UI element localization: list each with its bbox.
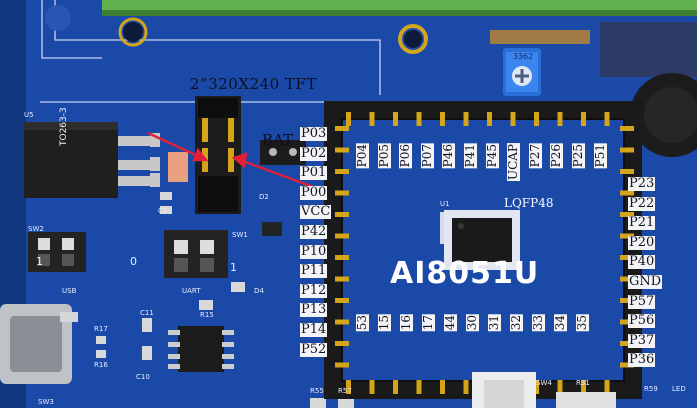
silk-d4: D4	[254, 287, 264, 295]
voltage-regulator	[24, 122, 160, 198]
pin-label-p57: P57	[628, 293, 656, 309]
ic-8pin	[168, 326, 234, 372]
bottom-connector	[472, 372, 616, 408]
pin-label-p25: P25	[571, 143, 585, 169]
silk-d2: D2	[259, 193, 269, 201]
pin-label-33: 33	[531, 314, 545, 332]
pin-label-p05: P05	[376, 143, 391, 169]
pin-label-p13: P13	[300, 302, 328, 318]
silk-r16: R16	[94, 361, 108, 369]
silk-r55: R55	[310, 387, 324, 395]
switch-sw1	[164, 230, 228, 278]
pin-label-17: 17	[421, 314, 435, 332]
pin-label-p42: P42	[300, 224, 328, 239]
pin-label-p01: P01	[300, 165, 328, 181]
pin-label-vcc: VCC	[300, 204, 332, 220]
pin-label-30: 30	[465, 314, 479, 332]
pin-label-p10: P10	[300, 243, 328, 259]
pin-label-p03: P03	[300, 126, 328, 141]
display-title-label: 2”320X240 TFT	[190, 75, 317, 93]
silk-r15: R15	[200, 311, 214, 319]
silk-u1: U1	[440, 200, 450, 208]
annotation-arrows	[147, 131, 317, 190]
pin-label-p52: P52	[300, 341, 328, 357]
pin-label-31: 31	[487, 314, 501, 332]
power-jumper-header	[195, 96, 241, 214]
pin-label-p12: P12	[300, 282, 328, 298]
pin-label-p27: P27	[527, 143, 542, 169]
pot-label: 3362	[512, 52, 534, 61]
battery-header	[260, 140, 306, 165]
pin-label-p37: P37	[628, 332, 656, 348]
pin-label-34: 34	[553, 314, 567, 332]
pin-label-ucap: UCAP	[506, 143, 521, 182]
silk-c5: C5	[158, 207, 168, 215]
pin-label-p36: P36	[628, 352, 656, 368]
pin-label-p56: P56	[628, 313, 656, 329]
silk-one-b: 1	[230, 261, 237, 274]
pin-label-p14: P14	[300, 322, 328, 337]
pin-label-p04: P04	[355, 143, 369, 169]
pin-label-p20: P20	[628, 234, 656, 250]
lqfp48-chip	[444, 210, 520, 270]
silk-r31: R31	[576, 379, 590, 387]
pin-label-p22: P22	[628, 195, 656, 211]
silk-usb: USB	[62, 287, 77, 295]
silk-c11: C11	[140, 309, 154, 317]
silk-r59: R59	[644, 385, 658, 393]
pin-label-44: 44	[443, 314, 457, 332]
pin-label-p51: P51	[592, 143, 607, 169]
pin-label-32: 32	[509, 314, 523, 332]
pin-label-16: 16	[399, 314, 413, 332]
pin-label-p41: P41	[463, 143, 477, 169]
potentiometer	[503, 48, 541, 96]
silk-c10: C10	[136, 373, 150, 381]
pin-label-35: 35	[575, 314, 589, 332]
pin-label-53: 53	[355, 314, 369, 332]
silk-r17: R17	[94, 325, 108, 333]
mcu-name-label: AI8051U	[390, 256, 540, 291]
pin-label-gnd: GND	[628, 274, 663, 289]
resistor-fuse	[168, 152, 188, 182]
silk-led: LED	[672, 385, 686, 393]
silk-u5: U5	[24, 111, 34, 119]
silk-one-a: 1	[36, 255, 43, 268]
battery-label: BAT	[262, 131, 294, 149]
pin-label-p23: P23	[628, 176, 656, 191]
silk-sw2: SW2	[28, 225, 44, 233]
usb-c-connector	[0, 304, 78, 384]
pin-label-p21: P21	[628, 215, 656, 231]
silk-uart: UART	[182, 287, 201, 295]
pin-label-p07: P07	[419, 143, 434, 169]
pin-label-15: 15	[377, 314, 391, 332]
package-label: LQFP48	[504, 196, 554, 210]
pin-label-p02: P02	[300, 145, 328, 161]
silk-r57: R57	[338, 387, 352, 395]
silk-sw4: SW4	[536, 379, 552, 387]
switch-sw2	[28, 232, 86, 272]
header-strip	[490, 30, 590, 44]
pin-label-p46: P46	[441, 143, 456, 169]
pin-label-p11: P11	[300, 263, 328, 279]
pin-label-p06: P06	[398, 143, 413, 169]
pin-label-p40: P40	[628, 254, 656, 270]
tft-display-module	[102, 0, 697, 16]
pin-label-p00: P00	[300, 184, 328, 200]
silk-regulator: TO263-3	[59, 107, 69, 146]
pin-label-p45: P45	[484, 143, 499, 169]
silk-sw1: SW1	[232, 231, 248, 239]
pin-label-p26: P26	[549, 143, 564, 169]
silk-zero: 0	[130, 255, 137, 268]
silk-sw3: SW3	[38, 398, 54, 406]
